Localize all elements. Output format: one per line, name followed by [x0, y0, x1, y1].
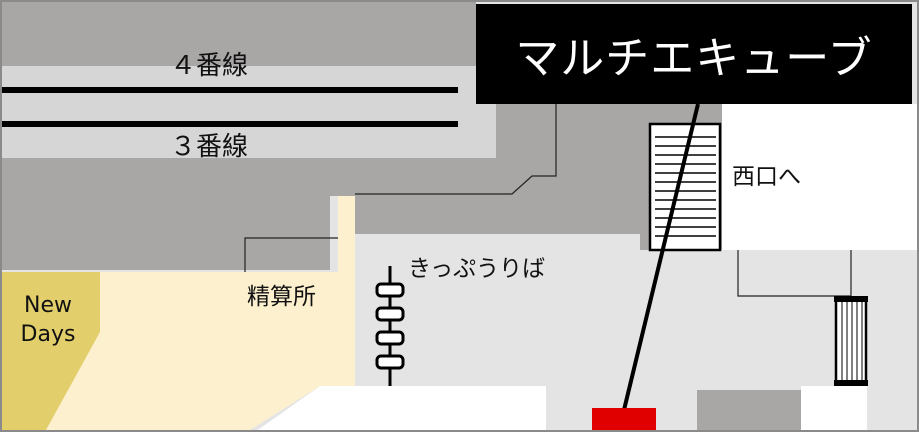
- track-line-4: [2, 87, 458, 93]
- fare-adjustment-label: 精算所: [247, 284, 316, 310]
- store-label-line1: New: [24, 293, 72, 318]
- stairs-icon: [648, 122, 722, 252]
- leader-line-fare: [244, 237, 338, 272]
- pointer-line: [622, 103, 700, 411]
- track-4-label: ４番線: [170, 51, 249, 81]
- ticket-gates-label: きっぷうりば: [408, 256, 546, 282]
- title-banner: マルチエキューブ: [476, 4, 912, 104]
- leader-line-platform: [355, 104, 557, 195]
- west-exit-area: [722, 104, 919, 250]
- location-marker: [592, 408, 656, 432]
- ticket-gate-icon: [375, 266, 405, 386]
- bottom-walkway: [255, 386, 546, 432]
- bottom-white-block: [801, 386, 867, 432]
- west-exit-label: 西口へ: [732, 164, 801, 190]
- track-line-3: [2, 121, 458, 127]
- store-label: New Days: [10, 291, 86, 349]
- track-3-label: ３番線: [170, 132, 249, 162]
- pale-floor-lower: [2, 385, 355, 430]
- escalator-icon: [834, 296, 868, 386]
- leader-line-escalator: [737, 250, 852, 297]
- track-band: [2, 66, 496, 158]
- store-label-line2: Days: [20, 322, 76, 347]
- newdays-store: [2, 272, 100, 430]
- bottom-grey-block: [697, 390, 801, 432]
